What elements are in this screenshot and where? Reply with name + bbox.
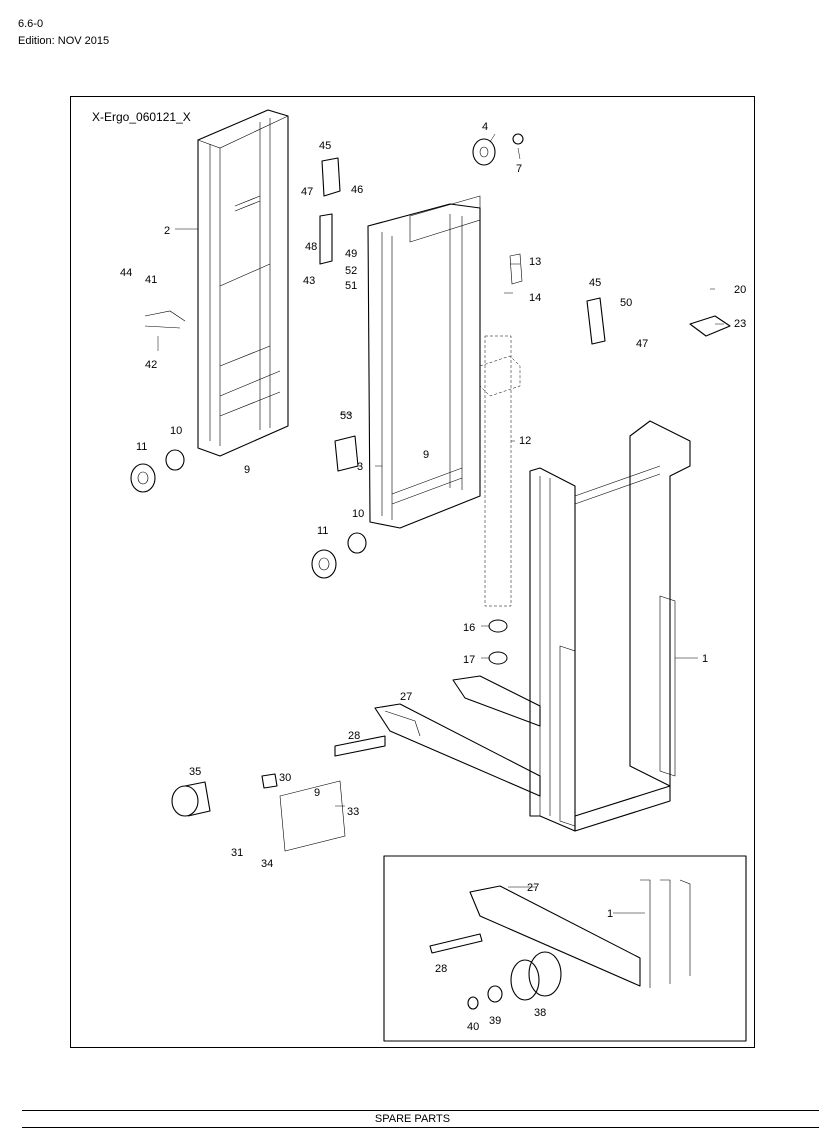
callout-9-lower: 9 bbox=[314, 787, 320, 799]
callout-34: 34 bbox=[261, 858, 273, 870]
callout-44: 44 bbox=[120, 267, 132, 279]
callout-17: 17 bbox=[463, 654, 475, 666]
callout-11-upper: 11 bbox=[136, 441, 147, 453]
callout-47-upper: 47 bbox=[301, 186, 313, 198]
part-1-main-frame bbox=[529, 420, 691, 832]
callout-31: 31 bbox=[231, 847, 243, 859]
callout-1-inset: 1 bbox=[607, 908, 613, 920]
callout-4: 4 bbox=[482, 121, 488, 133]
detail-inset-drawing bbox=[429, 879, 691, 1010]
part-3-inner-mast bbox=[367, 195, 481, 529]
callout-27-inset: 27 bbox=[527, 882, 539, 894]
callout-10-upper: 10 bbox=[170, 425, 182, 437]
callout-7: 7 bbox=[516, 163, 522, 175]
footer-rule-top bbox=[22, 1110, 819, 1111]
callout-49: 49 bbox=[345, 248, 357, 260]
callout-30: 30 bbox=[279, 772, 291, 784]
callout-14: 14 bbox=[529, 292, 541, 304]
callout-43: 43 bbox=[303, 275, 315, 287]
callout-53: 53 bbox=[340, 410, 352, 422]
callout-50: 50 bbox=[620, 297, 632, 309]
callout-10-lower: 10 bbox=[352, 508, 364, 520]
callout-35: 35 bbox=[189, 766, 201, 778]
callout-1-main: 1 bbox=[702, 653, 708, 665]
callout-52: 52 bbox=[345, 265, 357, 277]
small-hardware bbox=[144, 157, 731, 852]
callout-33: 33 bbox=[347, 806, 359, 818]
callout-39: 39 bbox=[489, 1015, 501, 1027]
callout-9-middle: 9 bbox=[423, 449, 429, 461]
detail-inset-frame bbox=[383, 855, 747, 1042]
callout-9-upper: 9 bbox=[244, 464, 250, 476]
callout-46: 46 bbox=[351, 184, 363, 196]
callout-45-lower: 45 bbox=[589, 277, 601, 289]
callout-12: 12 bbox=[519, 435, 531, 447]
exploded-parts-diagram: 4 7 45 47 46 2 48 49 43 52 51 44 41 42 1… bbox=[120, 109, 747, 1042]
callout-38: 38 bbox=[534, 1007, 546, 1019]
callout-3: 3 bbox=[357, 461, 363, 473]
callout-28-inset: 28 bbox=[435, 963, 447, 975]
callout-45-upper: 45 bbox=[319, 140, 331, 152]
section-number: 6.6-0 bbox=[18, 18, 44, 30]
callout-48: 48 bbox=[305, 241, 317, 253]
leader-lines bbox=[157, 133, 724, 914]
callout-40: 40 bbox=[467, 1021, 479, 1033]
callout-13: 13 bbox=[529, 256, 541, 268]
callout-2: 2 bbox=[164, 225, 170, 237]
edition-label: Edition: NOV 2015 bbox=[18, 35, 110, 47]
rollers bbox=[130, 133, 524, 817]
part-2-outer-mast bbox=[197, 109, 289, 457]
callout-27-main: 27 bbox=[400, 691, 412, 703]
callout-28-main: 28 bbox=[348, 730, 360, 742]
callout-42: 42 bbox=[145, 359, 157, 371]
part-12-cylinder bbox=[479, 335, 521, 607]
callout-47-lower: 47 bbox=[636, 338, 648, 350]
diagram-code: X-Ergo_060121_X bbox=[92, 110, 191, 124]
footer-rule-bottom bbox=[22, 1127, 819, 1128]
callout-16: 16 bbox=[463, 622, 475, 634]
callout-41: 41 bbox=[145, 274, 157, 286]
fork-legs bbox=[374, 675, 541, 797]
callout-20: 20 bbox=[734, 284, 746, 296]
callout-11-lower: 11 bbox=[317, 525, 328, 537]
footer-title: SPARE PARTS bbox=[374, 1113, 451, 1125]
callout-23: 23 bbox=[734, 318, 746, 330]
callout-51: 51 bbox=[345, 280, 357, 292]
diagram-frame bbox=[70, 96, 755, 1048]
